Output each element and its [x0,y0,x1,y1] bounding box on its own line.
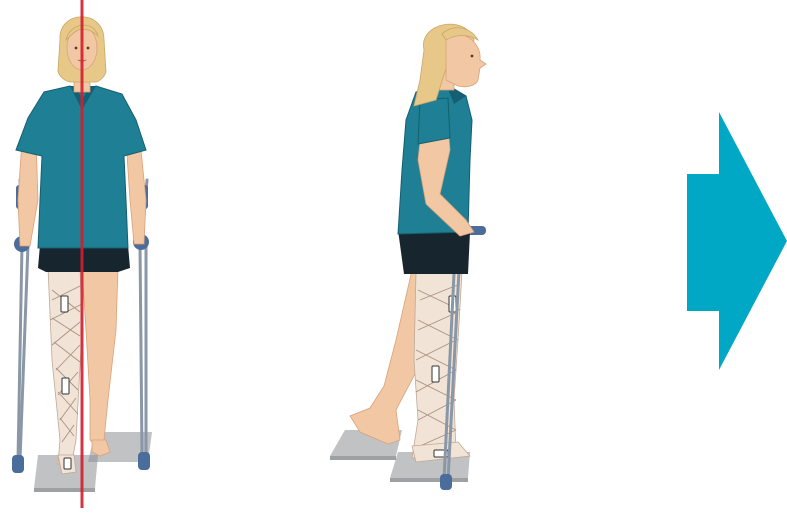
front-view-figure [12,0,152,508]
side-view-figure [330,24,486,490]
shorts-front [38,245,130,272]
bandaged-leg-side [412,272,470,462]
shorts-side [398,230,470,274]
right-arrow-icon [687,112,787,370]
